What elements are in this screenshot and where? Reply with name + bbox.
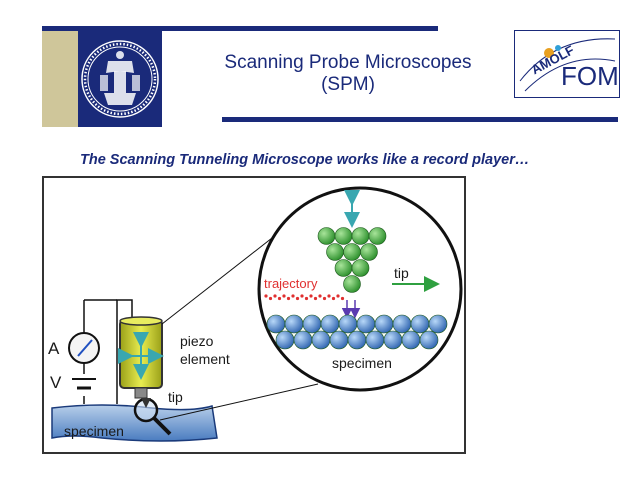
tip-zoom-label: tip [394,265,409,281]
trajectory-label: trajectory [264,276,318,291]
tip-atoms [317,227,387,293]
magnifier-handle [152,416,172,436]
voltage-label: V [50,373,62,392]
tip-atom [334,259,353,277]
zoom-line-bottom [159,383,319,421]
title-line-2: (SPM) [321,74,375,95]
specimen-atom [329,330,349,350]
specimen-atom [311,330,331,350]
title-line-1: Scanning Probe Microscopes [224,52,472,73]
specimen-atom [419,330,439,350]
ammeter-needle [77,339,93,357]
specimen-zoom-label: specimen [332,355,392,371]
specimen-atom [356,314,376,334]
tip-atom [351,227,370,245]
tip-atom [326,243,344,261]
trajectory-dot [313,296,318,301]
trajectory-dot [264,294,268,298]
element-label: element [180,351,230,367]
trajectory-dot [327,294,331,298]
specimen-atom [266,314,286,334]
specimen-atom [383,330,403,350]
specimen-atom [374,314,394,334]
ammeter-label: A [48,339,60,358]
stm-diagram: specimen A V piezo element tip trajector… [42,176,466,454]
specimen-atom [302,314,322,334]
specimen-atom [293,330,313,350]
trajectory-dot [309,294,313,298]
specimen-atoms [266,314,448,350]
specimen-slab [51,404,218,442]
header-bar-bottom [222,117,618,122]
specimen-atom [410,314,430,334]
trajectory-dot [322,296,327,301]
trajectory-dot [340,296,345,301]
tip-atom [351,259,370,277]
trajectory-dot [291,294,295,298]
fom-logo: AMOLF FOM [514,30,620,98]
trajectory-dot [277,296,282,301]
university-seal-logo [78,31,162,127]
tip-atom [368,227,387,245]
trajectory-dot [318,294,322,298]
tip-atom [334,227,353,245]
tip-atom [317,227,336,245]
trajectory-dot [273,294,277,298]
trajectory-dot [331,296,336,301]
trajectory-dot [300,294,304,298]
slide-subtitle: The Scanning Tunneling Microscope works … [80,152,530,168]
tip-small-label: tip [168,389,183,405]
zoom-line-top [161,237,273,325]
specimen-atom [365,330,385,350]
trajectory-dot [304,296,309,301]
specimen-small-label: specimen [64,423,124,439]
tip-atom [360,243,378,261]
tip-atom [343,243,361,261]
tip-apex-atom [343,275,361,293]
trajectory-dot [286,296,291,301]
trajectory-dot [268,296,273,301]
header-khaki-block [42,31,78,127]
trajectory-dot [336,294,340,298]
fom-logo-text: FOM [561,61,619,91]
header-bar-top [42,26,438,31]
specimen-atom [275,330,295,350]
specimen-atom [428,314,448,334]
specimen-atom [320,314,340,334]
trajectory-dots [264,294,345,301]
specimen-atom [284,314,304,334]
specimen-atom [392,314,412,334]
specimen-atom [401,330,421,350]
specimen-atom [338,314,358,334]
trajectory-dot [282,294,286,298]
specimen-atom [347,330,367,350]
piezo-label: piezo [180,333,214,349]
trajectory-dot [295,296,300,301]
